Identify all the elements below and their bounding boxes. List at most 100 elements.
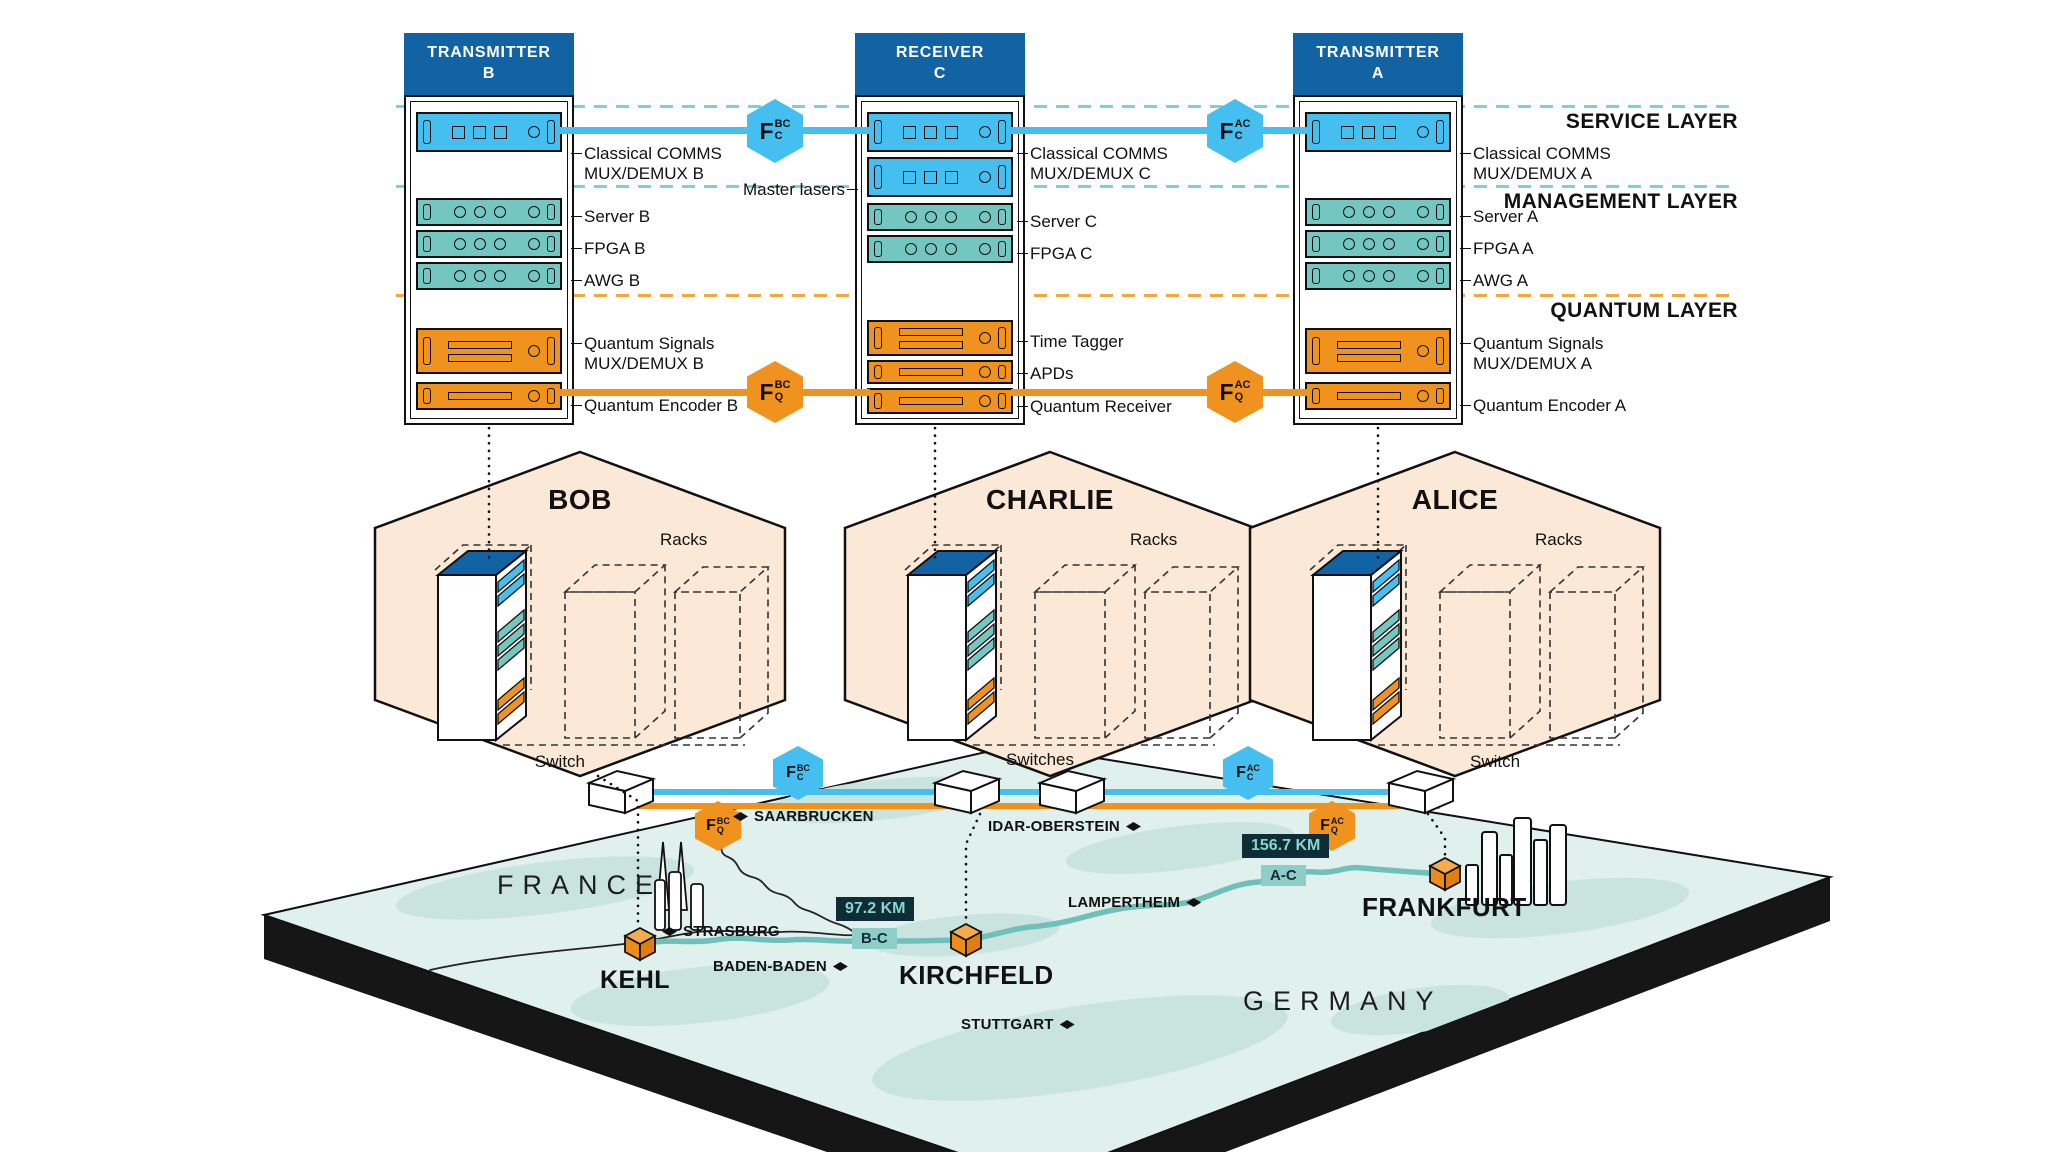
- unit-ports-icon: [1320, 125, 1417, 139]
- unit-ports-icon: [431, 238, 528, 250]
- port-slot-icon: [423, 119, 431, 145]
- rack-b-frame: [410, 101, 568, 419]
- isometric-map: [260, 743, 1834, 1152]
- rack-b-id: B: [482, 65, 496, 82]
- rack-c-master-lasers-unit: [867, 157, 1013, 197]
- charlie-racks-label: Racks: [1130, 530, 1178, 549]
- alice-switch-label: Switch: [1470, 752, 1521, 771]
- alice-racks-label: Racks: [1535, 530, 1583, 549]
- city-marker-icon: [662, 927, 677, 936]
- rack-c-time-tagger-label: Time Tagger: [1017, 332, 1124, 351]
- rack-b-server-unit: [416, 198, 562, 226]
- city-baden-baden: BADEN-BADEN: [713, 958, 848, 975]
- service-layer-divider: [396, 105, 1738, 108]
- unit-ports-icon: [882, 170, 979, 184]
- city-marker-icon: [1125, 822, 1141, 831]
- rack-b-awg-unit: [416, 262, 562, 290]
- rack-c-fpga-label: FPGA C: [1016, 244, 1093, 263]
- rack-c-id: C: [933, 65, 947, 82]
- rack-a-id: A: [1371, 65, 1385, 82]
- rack-c-apds-label: APDs: [1016, 364, 1074, 383]
- bob-to-kehl-connector: [596, 774, 640, 928]
- rack-c-quantum-receiver-unit: [867, 388, 1013, 414]
- city-marker-icon: [1059, 1020, 1075, 1029]
- rack-a-classical-label: Classical COMMS MUX/DEMUX A: [1460, 144, 1613, 183]
- rack-c-classical-label: Classical COMMS MUX/DEMUX C: [1017, 144, 1175, 183]
- bob-switch-label: Switch: [534, 752, 585, 771]
- kehl-node-cube: [624, 927, 656, 961]
- fiber-route-line: [637, 864, 1448, 947]
- city-marker-icon: [832, 962, 848, 971]
- rack-b-server-label: Server B: [570, 207, 651, 226]
- unit-ports-icon: [431, 270, 528, 282]
- unit-ports-icon: [882, 125, 979, 139]
- border-river-line: [429, 815, 861, 971]
- charlie-to-kirchfeld-connector: [964, 812, 982, 923]
- rack-c-master-lasers-label: Master lasers: [695, 180, 858, 200]
- frankfurt-skyline-icon: [1465, 817, 1567, 906]
- classical-fiber-line-switch-level: [640, 789, 1395, 795]
- rack-a-server-label: Server A: [1459, 207, 1539, 226]
- site-alice-house: [1248, 450, 1662, 778]
- management-layer-label: MANAGEMENT LAYER: [1503, 190, 1738, 213]
- rack-b-quantum-signals-unit: [416, 328, 562, 374]
- quantum-fiber-line-switch-level: [615, 803, 1440, 809]
- rack-c-server-label: Server C: [1016, 212, 1098, 231]
- node-kehl-label: KEHL: [600, 966, 671, 994]
- rack-a-title: TRANSMITTER: [1316, 44, 1440, 62]
- rack-a-banner: TRANSMITTER A: [1293, 33, 1463, 95]
- rack-c-quantum-receiver-label: Quantum Receiver: [1017, 397, 1172, 416]
- rack-b-quantum-signals-label: Quantum Signals MUX/DEMUX B: [571, 334, 724, 373]
- unit-ports-icon: [431, 125, 528, 139]
- node-kirchfeld-label: KIRCHFELD: [899, 960, 1054, 990]
- city-stuttgart: STUTTGART: [961, 1016, 1075, 1033]
- rack-c-time-tagger-unit: [867, 320, 1013, 356]
- classical-fiber-a-c: [1011, 127, 1307, 134]
- rack-b-classical-label: Classical COMMS MUX/DEMUX B: [571, 144, 724, 183]
- rack-a-awg-unit: [1305, 262, 1451, 290]
- rack-c-banner: RECEIVER C: [855, 33, 1025, 95]
- rack-b-classical-mux-unit: [416, 112, 562, 152]
- rack-a-quantum-encoder-unit: [1305, 382, 1451, 410]
- germany-label: GERMANY: [1243, 986, 1443, 1016]
- city-marker-icon: [733, 812, 748, 821]
- dotted-connectors: [487, 426, 1447, 928]
- unit-ports-icon: [431, 206, 528, 218]
- rack-c-apds-unit: [867, 360, 1013, 384]
- unit-ports-icon: [882, 243, 979, 255]
- node-frankfurt-label: FRANKFURT: [1362, 892, 1527, 922]
- city-marker-icon: [1186, 898, 1202, 907]
- kirchfeld-node-cube: [950, 923, 982, 957]
- rack-b-quantum-encoder-unit: [416, 382, 562, 410]
- site-bob-house: [373, 450, 787, 778]
- rack-a-quantum-signals-label: Quantum Signals MUX/DEMUX A: [1460, 334, 1618, 373]
- classical-fiber-b-c: [558, 127, 870, 134]
- rack-a-quantum-signals-unit: [1305, 328, 1451, 374]
- bob-title: BOB: [548, 484, 612, 515]
- city-idar-oberstein: IDAR-OBERSTEIN: [988, 818, 1141, 835]
- quantum-fiber-b-c: [558, 389, 870, 396]
- strasbourg-cathedral-icon: [654, 841, 704, 931]
- rack-b-awg-label: AWG B: [570, 271, 641, 290]
- france-label: FRANCE: [497, 870, 663, 900]
- unit-ports-icon: [1320, 206, 1417, 218]
- alice-title: ALICE: [1411, 484, 1499, 515]
- rack-b-fpga-label: FPGA B: [570, 239, 646, 258]
- unit-ports-icon: [1320, 340, 1417, 362]
- frankfurt-node-cube: [1429, 857, 1461, 891]
- rack-a-fpga-label: FPGA A: [1459, 239, 1534, 258]
- rack-b-fpga-unit: [416, 230, 562, 258]
- unit-ports-icon: [431, 392, 528, 400]
- rack-a-fpga-unit: [1305, 230, 1451, 258]
- rack-a-classical-mux-unit: [1305, 112, 1451, 152]
- rack-b-title: TRANSMITTER: [427, 44, 551, 62]
- rack-a-awg-label: AWG A: [1459, 271, 1529, 290]
- unit-ports-icon: [882, 368, 979, 376]
- rack-c-server-unit: [867, 203, 1013, 231]
- port-slot-icon: [547, 119, 555, 145]
- rack-b-banner: TRANSMITTER B: [404, 33, 574, 95]
